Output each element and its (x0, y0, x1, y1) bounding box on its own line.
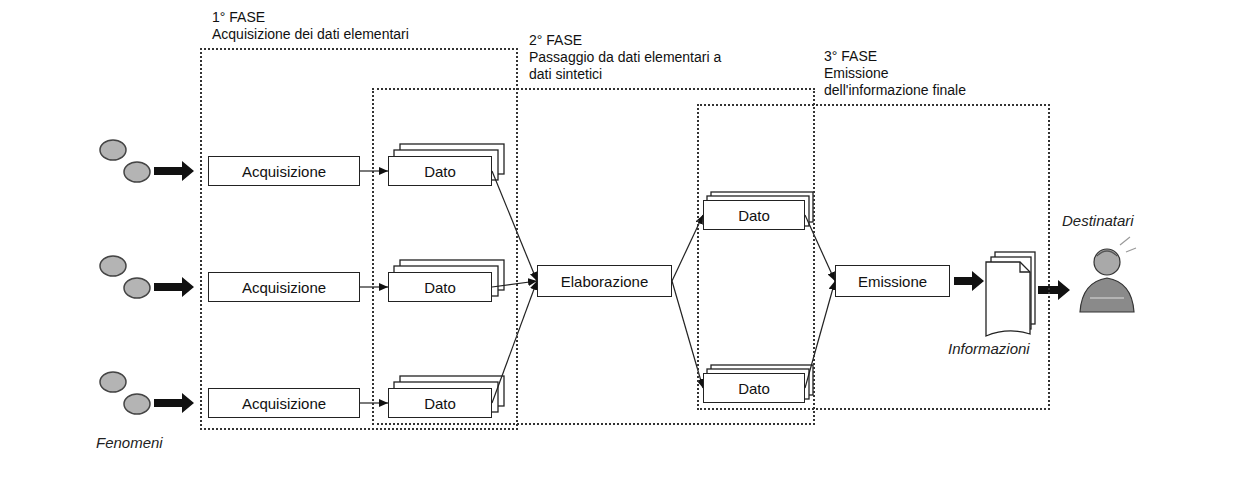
process-box: Acquisizione (208, 388, 360, 418)
phase-description: Passaggio da dati elementari a dati sint… (529, 49, 734, 83)
phase-number: 2° FASE (529, 32, 734, 49)
box-label: Dato (424, 279, 456, 296)
caption-label: Informazioni (948, 340, 1030, 357)
phase-number: 1° FASE (212, 9, 512, 26)
process-box: Dato (703, 200, 805, 230)
box-label: Emissione (858, 273, 927, 290)
process-box: Dato (388, 388, 492, 418)
flow-connector (360, 402, 388, 403)
phenomenon-ovals (100, 140, 150, 414)
phase-number: 3° FASE (824, 48, 992, 65)
box-label: Dato (424, 163, 456, 180)
phase-heading: 1° FASEAcquisizione dei dati elementari (212, 9, 512, 43)
recipient-figure (1080, 237, 1136, 312)
process-box: Dato (388, 156, 492, 186)
phase-heading: 3° FASEEmissione dell'informazione final… (824, 48, 992, 99)
flow-connector (360, 286, 388, 287)
box-label: Acquisizione (242, 163, 326, 180)
phase-heading: 2° FASEPassaggio da dati elementari a da… (529, 32, 734, 83)
phase-description: Emissione dell'informazione finale (824, 65, 992, 99)
process-box: Emissione (835, 265, 950, 297)
process-box: Acquisizione (208, 156, 360, 186)
phase-region: 1° FASEAcquisizione dei dati elementariA… (200, 48, 518, 430)
caption-label: Destinatari (1062, 212, 1134, 229)
box-label: Elaborazione (561, 273, 649, 290)
box-label: Acquisizione (242, 395, 326, 412)
process-box: Dato (703, 373, 805, 403)
caption-label: Fenomeni (96, 434, 163, 451)
box-label: Dato (738, 207, 770, 224)
phase-region: 3° FASEEmissione dell'informazione final… (697, 104, 1050, 410)
phase-description: Acquisizione dei dati elementari (212, 26, 512, 43)
flow-connector (805, 215, 835, 281)
flow-connector (492, 281, 537, 403)
process-box: Dato (388, 272, 492, 302)
flow-connector (492, 171, 537, 281)
flow-connector (492, 281, 537, 287)
flow-connector (805, 281, 835, 388)
thick-arrows (154, 161, 1070, 413)
box-label: Dato (738, 380, 770, 397)
document-icon (986, 252, 1035, 336)
flow-connector (360, 170, 388, 171)
process-box: Elaborazione (537, 265, 672, 297)
process-box: Acquisizione (208, 272, 360, 302)
box-label: Dato (424, 395, 456, 412)
box-label: Acquisizione (242, 279, 326, 296)
